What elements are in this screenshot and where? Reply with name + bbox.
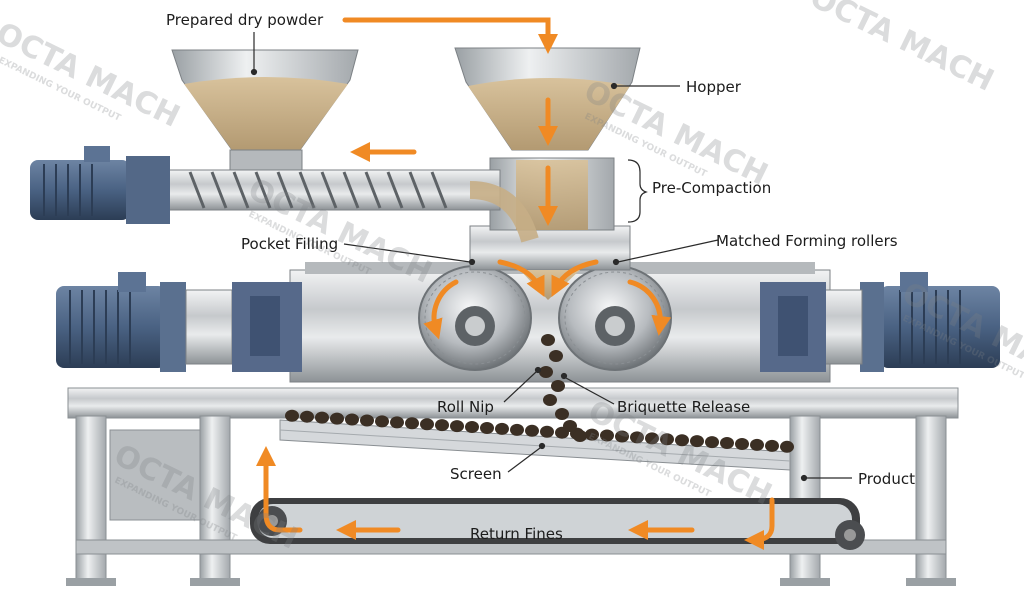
briquette (600, 429, 614, 442)
label-pocket-filling: Pocket Filling (241, 235, 339, 253)
watermark-brand-text: OCTA MACH (804, 0, 999, 99)
briquette (540, 425, 554, 438)
briquette (525, 424, 539, 437)
briquette (495, 422, 509, 435)
briquette (630, 431, 644, 444)
arrow-icon (551, 259, 599, 297)
briquette (450, 420, 464, 433)
briquette (573, 430, 587, 442)
right-drive-motor (760, 272, 1000, 372)
briquette (375, 415, 389, 428)
briquette (690, 435, 704, 448)
label-product: Product (858, 470, 915, 488)
briquette (551, 380, 565, 392)
briquette (345, 413, 359, 426)
briquette (390, 416, 404, 429)
return-conveyor (250, 498, 865, 550)
briquette (660, 433, 674, 446)
briquette (645, 432, 659, 445)
screw-feeder (30, 146, 539, 243)
briquette (405, 417, 419, 430)
label-screen: Screen (450, 465, 502, 483)
briquette (285, 409, 299, 422)
briquette (539, 366, 553, 378)
briquette (555, 408, 569, 420)
label-briquette-release: Briquette Release (617, 398, 751, 416)
briquette (420, 418, 434, 431)
arrow-icon (627, 279, 672, 336)
briquette (315, 411, 329, 424)
falling-briquettes (539, 334, 587, 442)
label-matched-forming-rollers: Matched Forming rollers (716, 232, 898, 250)
briquette (360, 414, 374, 427)
arrow-icon (744, 497, 775, 550)
briquette (705, 436, 719, 449)
briquette (750, 438, 764, 451)
briquette (543, 394, 557, 406)
left-drive-motor (56, 272, 302, 372)
arrow-icon (423, 279, 459, 340)
briquette (480, 421, 494, 434)
briquette (735, 437, 749, 450)
forming-roller-right (558, 265, 672, 371)
briquette (765, 439, 779, 452)
label-return-fines: Return Fines (470, 525, 563, 543)
leader-lines (250, 32, 852, 482)
briquettes-on-screen (285, 409, 794, 453)
briquette (615, 430, 629, 443)
label-hopper: Hopper (686, 78, 741, 96)
briquette (510, 423, 524, 436)
label-roll-nip: Roll Nip (437, 398, 494, 416)
arrow-icon (256, 446, 303, 533)
briquette (300, 410, 314, 423)
briquette (720, 437, 734, 450)
briquette (541, 334, 555, 346)
briquette (563, 420, 577, 432)
arrow-icon (497, 259, 545, 297)
flow-arrows (256, 17, 775, 550)
briquette (780, 440, 794, 453)
briquette (675, 434, 689, 447)
briquette (549, 350, 563, 362)
label-pre-compaction: Pre-Compaction (652, 179, 772, 197)
briquette (585, 428, 599, 441)
label-prepared-dry-powder: Prepared dry powder (166, 11, 324, 29)
arrow-icon (342, 17, 558, 54)
powder-hopper-left (171, 49, 359, 171)
briquette (465, 421, 479, 434)
briquette (435, 419, 449, 432)
briquette (330, 412, 344, 425)
